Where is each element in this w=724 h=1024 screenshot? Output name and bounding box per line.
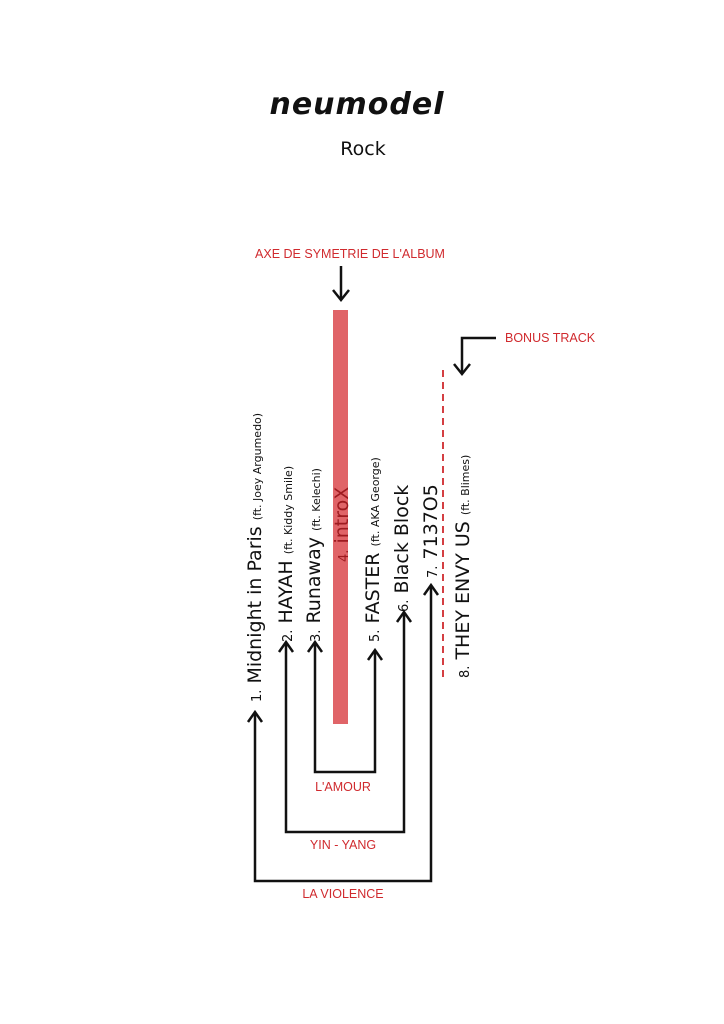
pair-label-yin-yang: YIN - YANG bbox=[310, 838, 376, 852]
bonus-arrow-icon bbox=[453, 336, 496, 377]
track-3: 3. Runaway (ft. Kelechi) bbox=[303, 468, 325, 642]
pair-label-la-violence: LA VIOLENCE bbox=[302, 887, 383, 901]
track-6: 6. Black Block bbox=[391, 485, 413, 612]
track-7: 7. 7137O5 bbox=[420, 484, 442, 578]
track-5: 5. FASTER (ft. AKA George) bbox=[362, 457, 384, 642]
pair-label-lamour: L'AMOUR bbox=[315, 780, 371, 794]
track-4: 4. introX bbox=[331, 487, 353, 562]
down-arrow-icon bbox=[332, 266, 350, 303]
track-1: 1. Midnight in Paris (ft. Joey Argumedo) bbox=[244, 413, 266, 702]
symmetry-axis-bar bbox=[333, 310, 348, 724]
bonus-track-label: BONUS TRACK bbox=[505, 331, 596, 345]
connector-la-violence bbox=[246, 582, 440, 883]
genre-title: Rock bbox=[340, 138, 385, 160]
track-2: 2. HAYAH (ft. Kiddy Smile) bbox=[275, 466, 297, 642]
connector-yin-yang bbox=[277, 609, 413, 834]
neumodel-logo: neumodel bbox=[269, 87, 444, 122]
track-8: 8. THEY ENVY US (ft. Blimes) bbox=[452, 455, 474, 678]
symmetry-axis-label: AXE DE SYMETRIE DE L'ALBUM bbox=[255, 247, 445, 261]
connector-lamour bbox=[306, 639, 384, 774]
